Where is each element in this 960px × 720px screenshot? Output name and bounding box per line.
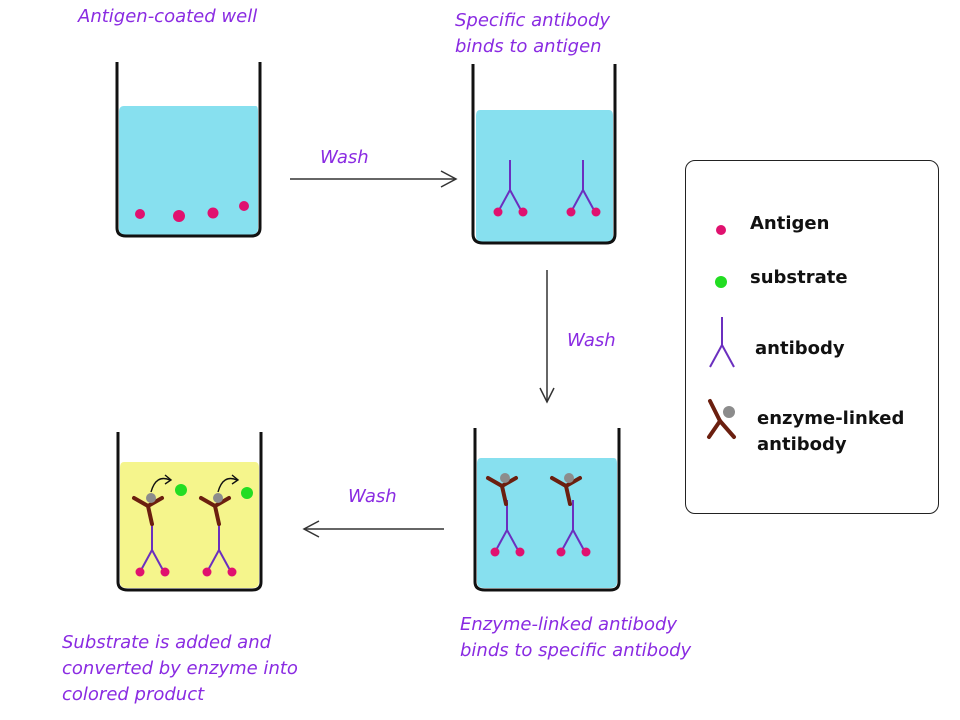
caption-line: Enzyme-linked antibody — [460, 614, 678, 635]
arrow-right-1 — [290, 170, 458, 188]
antigen-dot — [556, 547, 566, 557]
caption-line: binds to specific antibody — [460, 640, 692, 661]
legend-substrate-label: substrate — [750, 267, 848, 288]
well-wall — [116, 432, 263, 592]
antigen-dot — [135, 567, 145, 577]
wash-label-2: Wash — [567, 330, 616, 351]
well-liquid — [119, 106, 258, 235]
well-3 — [473, 428, 621, 592]
curved-arrow — [150, 477, 171, 493]
legend-label-line: enzyme-linked — [757, 408, 905, 429]
legend-antibody-label: antibody — [755, 338, 845, 359]
conversion-arrows — [150, 474, 240, 493]
caption-line: binds to antigen — [455, 36, 602, 57]
antigen-dot — [581, 547, 591, 557]
legend-antigen-label: Antigen — [750, 213, 830, 234]
antigen-group — [135, 201, 249, 222]
antigen-dot — [135, 209, 145, 219]
legend-enzyme-linked-antibody-label: enzyme-linked antibody — [757, 406, 904, 458]
arrow-down — [539, 270, 555, 404]
substrate-dot — [241, 487, 253, 499]
caption-antigen-coated-well: Antigen-coated well — [78, 6, 258, 27]
wash-label-1: Wash — [320, 147, 369, 168]
substrate-dot — [175, 484, 187, 496]
antigen-dot — [227, 567, 237, 577]
antigen-dot — [493, 207, 503, 217]
curved-arrow — [217, 477, 238, 493]
antigen-dot — [518, 207, 528, 217]
caption-line: converted by enzyme into — [62, 658, 298, 679]
well-1 — [115, 62, 262, 238]
antigen-dot — [591, 207, 601, 217]
legend-substrate-icon — [715, 276, 727, 288]
antigen-dot — [173, 210, 185, 222]
caption-line: Specific antibody — [455, 10, 611, 31]
well-4 — [116, 432, 263, 592]
arrowhead — [231, 474, 240, 485]
caption-substrate-added: Substrate is added and converted by enzy… — [62, 630, 298, 708]
arrow-left — [302, 520, 444, 538]
well-wall — [473, 428, 621, 592]
legend-antigen-icon — [716, 225, 726, 235]
caption-specific-antibody-binds: Specific antibody binds to antigen — [455, 8, 610, 60]
antigen-dot — [566, 207, 576, 217]
legend-label-line: antibody — [757, 434, 847, 455]
antigen-dot — [515, 547, 525, 557]
caption-line: colored product — [62, 684, 205, 705]
caption-line: Substrate is added and — [62, 632, 272, 653]
legend-enzyme-linked-antibody-icon — [707, 399, 736, 439]
caption-enzyme-linked-antibody-binds: Enzyme-linked antibody binds to specific… — [460, 612, 691, 664]
antigen-dot — [202, 567, 212, 577]
antigen-dot — [207, 207, 219, 219]
legend-panel — [685, 160, 939, 514]
antigen-dot — [160, 567, 170, 577]
antigen-dot — [239, 201, 249, 211]
well-wall — [471, 64, 617, 245]
well-2 — [471, 64, 617, 245]
wash-label-3: Wash — [348, 486, 397, 507]
well-liquid — [477, 458, 617, 588]
antigen-dot — [490, 547, 500, 557]
well-liquid — [476, 110, 613, 242]
legend-antibody-icon — [709, 317, 735, 368]
well-wall — [115, 62, 262, 238]
arrowhead — [164, 474, 173, 485]
